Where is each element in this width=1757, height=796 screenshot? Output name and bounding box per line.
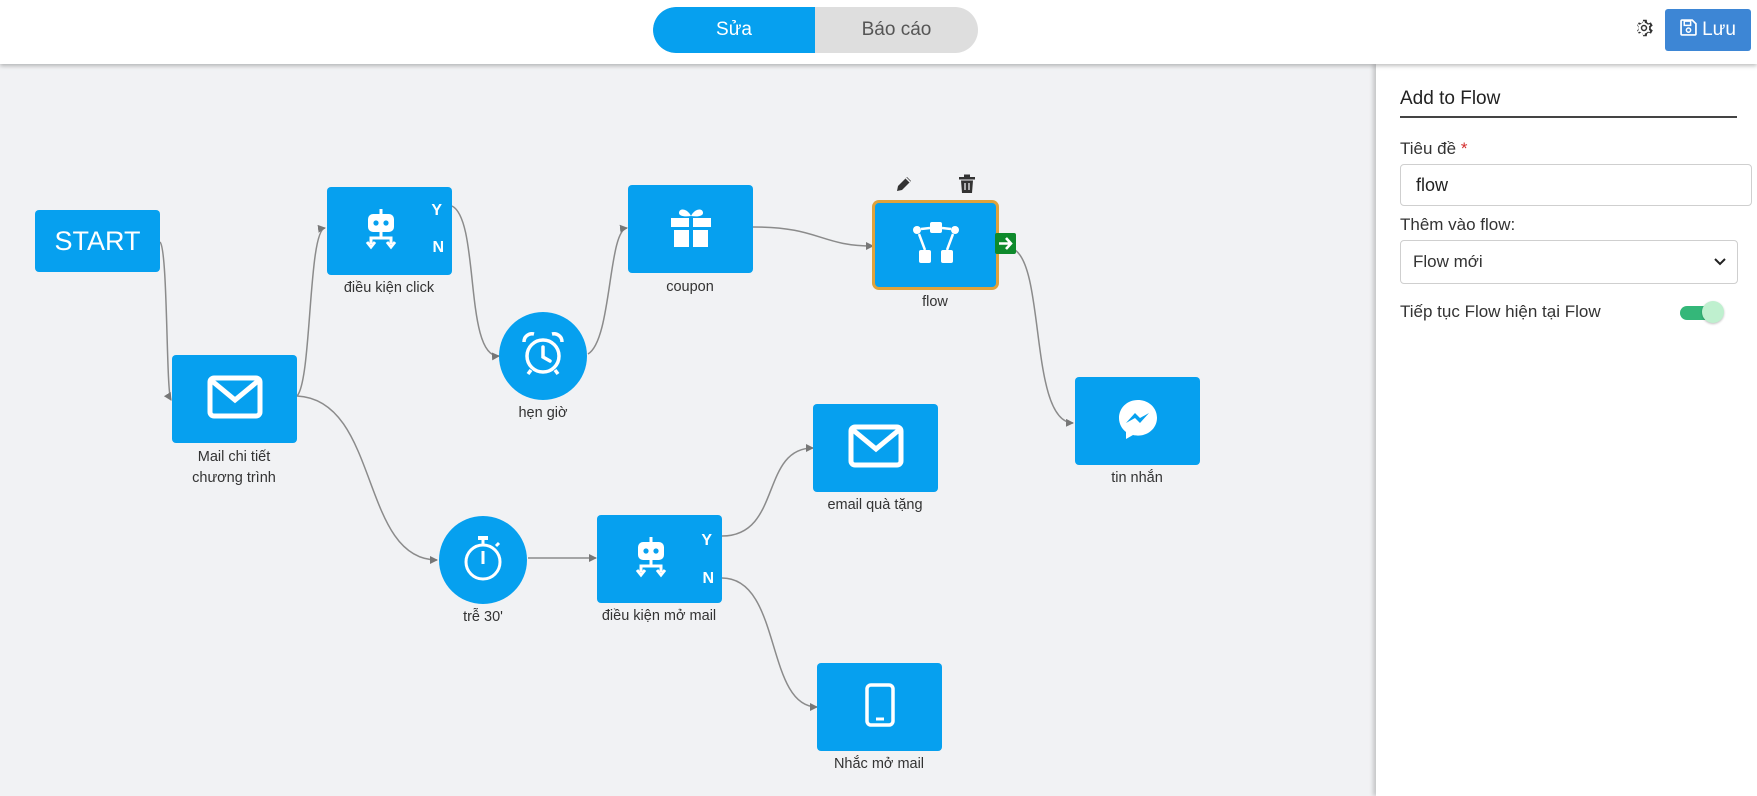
envelope-icon	[207, 375, 263, 424]
open-reminder-label: Nhắc mở mail	[833, 756, 925, 772]
continue-flow-label: Tiếp tục Flow hiện tại Flow	[1400, 302, 1601, 321]
arrow-right-icon[interactable]	[995, 233, 1016, 254]
gift-email-node[interactable]	[813, 404, 938, 492]
mode-switch: Sửa Báo cáo	[653, 7, 978, 53]
edge-start-mail	[159, 241, 172, 401]
gift-email-label: email quà tặng	[827, 497, 923, 513]
flow-node[interactable]	[875, 203, 996, 287]
flow-branch-icon	[911, 220, 961, 271]
no-output-label[interactable]: N	[702, 570, 714, 587]
flow-node-label: flow	[922, 294, 948, 310]
flow-canvas[interactable]: START Mail chi tiết chương trình Y N điề…	[0, 64, 1376, 796]
mail-detail-node[interactable]	[172, 355, 297, 443]
edge-mail-delay	[296, 395, 438, 564]
connector-lines	[159, 205, 1074, 711]
required-mark: *	[1460, 139, 1468, 158]
edge-schedule-coupon	[587, 224, 628, 355]
open-condition-node[interactable]: Y N	[597, 515, 722, 603]
yes-output-label[interactable]: Y	[701, 532, 712, 549]
edge-open-reminder	[721, 577, 818, 711]
continue-flow-toggle[interactable]	[1680, 300, 1724, 323]
alarm-clock-icon	[519, 330, 567, 383]
tab-report[interactable]: Báo cáo	[861, 19, 932, 40]
click-condition-node[interactable]: Y N	[327, 187, 452, 275]
tab-edit[interactable]: Sửa	[653, 7, 815, 53]
floppy-disk-icon	[1680, 18, 1697, 42]
coupon-node[interactable]	[628, 185, 753, 273]
robot-icon	[634, 536, 668, 583]
save-button[interactable]: Lưu	[1665, 9, 1751, 51]
envelope-icon	[848, 424, 904, 473]
edge-flow-message	[1014, 249, 1074, 427]
yes-output-label[interactable]: Y	[431, 202, 442, 219]
gear-icon[interactable]	[1633, 17, 1655, 39]
delay-node[interactable]	[439, 516, 527, 604]
panel-title: Add to Flow	[1400, 88, 1737, 118]
edge-click-schedule	[451, 205, 500, 361]
trash-icon[interactable]	[958, 174, 976, 199]
edge-mail-click	[296, 224, 326, 397]
message-label: tin nhắn	[1111, 470, 1163, 486]
start-node[interactable]: START	[35, 210, 160, 272]
robot-icon	[364, 208, 398, 255]
open-reminder-node[interactable]	[817, 663, 942, 751]
no-output-label[interactable]: N	[432, 239, 444, 256]
messenger-icon	[1116, 397, 1160, 446]
add-to-flow-panel: Add to Flow Tiêu đề * flow Thêm vào flow…	[1376, 64, 1757, 796]
delay-label: trễ 30'	[463, 609, 503, 625]
stopwatch-icon	[461, 535, 505, 586]
mail-detail-label: Mail chi tiết chương trình	[192, 449, 276, 486]
add-to-flow-select[interactable]: Flow mới	[1400, 240, 1738, 284]
start-node-label: START	[54, 225, 141, 256]
coupon-label: coupon	[666, 279, 714, 295]
click-condition-label: điều kiện click	[343, 280, 435, 296]
add-to-flow-label: Thêm vào flow:	[1400, 215, 1516, 234]
pencil-icon[interactable]	[894, 174, 914, 199]
add-to-flow-selected-value: Flow mới	[1413, 252, 1483, 271]
chevron-down-icon	[1713, 253, 1727, 273]
top-toolbar: Sửa Báo cáo Lưu	[0, 0, 1757, 64]
gift-icon	[669, 205, 713, 254]
save-label: Lưu	[1702, 19, 1736, 40]
mobile-phone-icon	[864, 682, 895, 732]
schedule-node[interactable]	[499, 312, 587, 400]
edge-coupon-flow	[752, 226, 874, 250]
edge-open-gift	[721, 444, 814, 537]
title-input[interactable]: flow	[1400, 164, 1752, 206]
message-node[interactable]	[1075, 377, 1200, 465]
title-field-label: Tiêu đề *	[1400, 139, 1468, 158]
schedule-label: hẹn giờ	[518, 405, 568, 421]
open-condition-label: điều kiện mở mail	[601, 608, 717, 624]
